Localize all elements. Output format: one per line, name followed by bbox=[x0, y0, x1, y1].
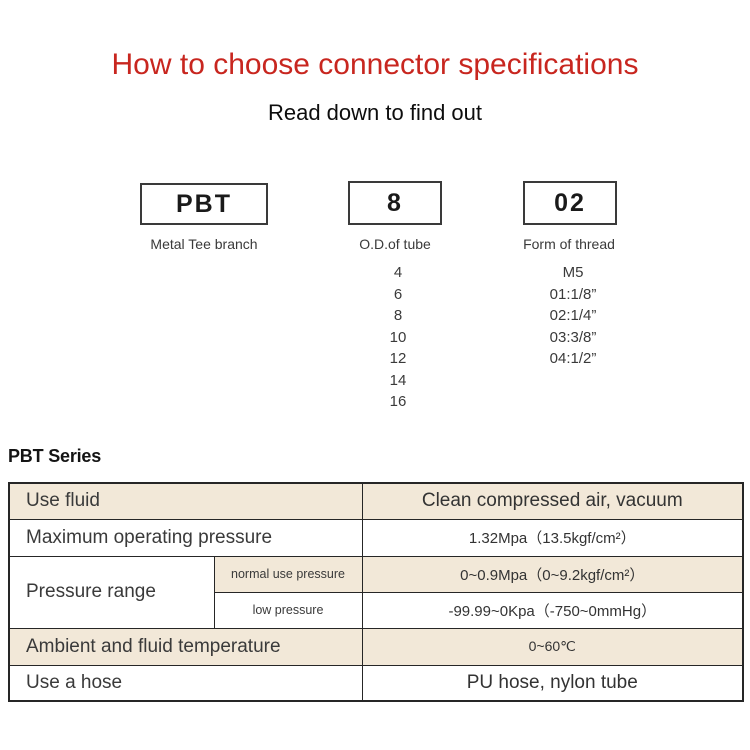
subrow-label-low-pressure: low pressure bbox=[213, 591, 363, 629]
code-box-series: PBT bbox=[140, 183, 268, 225]
code-box-series-label: Metal Tee branch bbox=[150, 236, 258, 252]
thread-option: 02:1/4” bbox=[549, 307, 597, 324]
table-row: Ambient and fluid temperature 0~60℃ bbox=[8, 627, 744, 666]
code-box-series-text: PBT bbox=[176, 189, 232, 218]
tube-od-option: 10 bbox=[389, 328, 407, 346]
tube-od-option: 6 bbox=[393, 285, 403, 303]
row-value-ambient-fluid-temperature: 0~60℃ bbox=[361, 627, 744, 666]
code-box-tube-od: 8 bbox=[348, 181, 442, 225]
row-label-ambient-fluid-temperature: Ambient and fluid temperature bbox=[8, 627, 363, 666]
code-box-tube-od-text: 8 bbox=[387, 188, 403, 217]
thread-option: 03:3/8” bbox=[549, 328, 597, 346]
row-label-use-fluid: Use fluid bbox=[8, 482, 363, 520]
spec-table: Use fluid Clean compressed air, vacuum M… bbox=[8, 482, 745, 702]
tube-od-option: 14 bbox=[389, 371, 407, 389]
table-row: Use a hose PU hose, nylon tube bbox=[8, 664, 744, 702]
row-value-use-a-hose: PU hose, nylon tube bbox=[361, 664, 744, 702]
row-value-use-fluid: Clean compressed air, vacuum bbox=[361, 482, 744, 520]
code-box-tube-od-label: O.D.of tube bbox=[359, 236, 431, 252]
row-value-max-operating-pressure: 1.32Mpa（13.5kgf/cm²） bbox=[361, 518, 744, 557]
code-box-thread-label: Form of thread bbox=[523, 236, 615, 252]
table-row: Maximum operating pressure 1.32Mpa（13.5k… bbox=[8, 518, 744, 557]
tube-od-option: 12 bbox=[389, 350, 407, 367]
tube-od-option: 16 bbox=[389, 393, 407, 410]
page-title: How to choose connector specifications bbox=[111, 48, 639, 81]
thread-option: M5 bbox=[562, 264, 584, 281]
series-heading: PBT Series bbox=[8, 446, 102, 466]
subrow-value-low-pressure: -99.99~0Kpa（-750~0mmHg） bbox=[361, 591, 744, 629]
row-label-use-a-hose: Use a hose bbox=[8, 664, 363, 702]
subrow-value-normal-use-pressure: 0~0.9Mpa（0~9.2kgf/cm²） bbox=[361, 555, 744, 593]
thread-option-list: M5 01:1/8” 02:1/4” 03:3/8” 04:1/2” bbox=[500, 262, 646, 370]
table-row: Use fluid Clean compressed air, vacuum bbox=[8, 482, 744, 520]
code-box-thread: 02 bbox=[523, 181, 617, 225]
row-label-pressure-range: Pressure range bbox=[8, 555, 215, 629]
code-box-thread-text: 02 bbox=[554, 188, 586, 217]
thread-option: 01:1/8” bbox=[549, 285, 597, 303]
table-row: low pressure -99.99~0Kpa（-750~0mmHg） bbox=[9, 591, 744, 629]
tube-od-option: 8 bbox=[393, 307, 403, 324]
subrow-label-normal-use-pressure: normal use pressure bbox=[213, 555, 363, 593]
tube-od-option: 4 bbox=[393, 264, 403, 281]
page-subtitle: Read down to find out bbox=[267, 100, 483, 125]
tube-od-option-list: 4 6 8 10 12 14 16 bbox=[368, 262, 428, 413]
table-row: Pressure range normal use pressure 0~0.9… bbox=[8, 555, 744, 629]
thread-option: 04:1/2” bbox=[549, 350, 597, 367]
row-label-max-operating-pressure: Maximum operating pressure bbox=[8, 518, 363, 557]
